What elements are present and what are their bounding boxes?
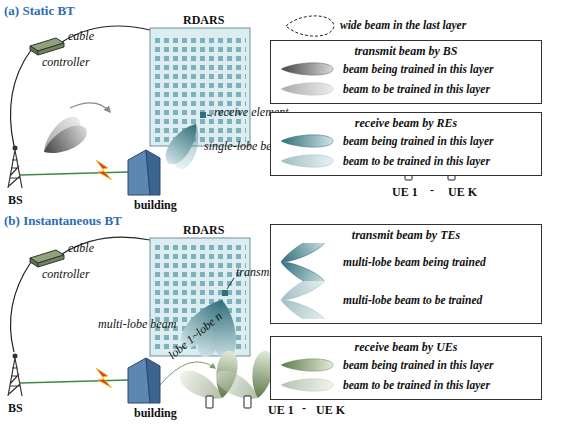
part-name: cable bbox=[68, 30, 94, 43]
controller-icon bbox=[30, 250, 64, 267]
legend-box: receive beam by REs beam being trained in… bbox=[270, 112, 542, 176]
legend-item-text: multi-lobe beam to be trained bbox=[339, 294, 482, 306]
part-name: RDARS bbox=[183, 224, 224, 237]
part-name: building bbox=[134, 407, 177, 420]
part-name: - bbox=[302, 402, 306, 415]
ue-icons bbox=[206, 396, 251, 408]
leader-line bbox=[207, 115, 212, 116]
cable-wire bbox=[10, 262, 31, 352]
panel-title: (b) Instantaneous BT bbox=[4, 214, 122, 228]
part-name: controller bbox=[42, 268, 90, 281]
legend-heading: transmit beam by TEs bbox=[277, 228, 535, 243]
part-name: building bbox=[134, 199, 177, 212]
multi-lobe-icon bbox=[277, 243, 339, 281]
legend-item-text: beam to be trained in this layer bbox=[339, 155, 490, 167]
legend-box: transmit beam by BS beam being trained in… bbox=[270, 40, 542, 104]
part-name: UE 1 bbox=[392, 186, 418, 199]
legend-item-text: beam being trained in this layer bbox=[339, 359, 493, 371]
building-icon bbox=[128, 150, 160, 195]
part-name: UE K bbox=[448, 186, 477, 199]
legend-item-text: beam to be trained in this layer bbox=[339, 379, 490, 391]
part-name: UE 1 bbox=[268, 404, 294, 417]
legend-heading: receive beam by REs bbox=[277, 116, 535, 131]
legend-text: wide beam in the last layer bbox=[340, 19, 466, 31]
sweep-arrow bbox=[70, 103, 110, 112]
part-name: UE K bbox=[316, 404, 345, 417]
legend-item-text: beam to be trained in this layer bbox=[339, 83, 490, 95]
building-icon bbox=[128, 358, 160, 403]
beam-icon bbox=[277, 131, 339, 151]
bs-beams bbox=[31, 109, 92, 163]
part-name: BS bbox=[8, 194, 23, 207]
legend-row: beam to be trained in this layer bbox=[277, 151, 535, 171]
legend-row: multi-lobe beam to be trained bbox=[277, 281, 535, 319]
leader-line bbox=[227, 278, 234, 289]
part-name: RDARS bbox=[183, 14, 224, 27]
los-link bbox=[20, 380, 128, 383]
legend-box: receive beam by UEs beam being trained in… bbox=[270, 336, 542, 400]
rdars-building bbox=[150, 28, 250, 146]
legend-row: beam being trained in this layer bbox=[277, 131, 535, 151]
part-name: multi-lobe beam bbox=[98, 318, 176, 331]
ue-receive-beams bbox=[175, 349, 276, 407]
legend-box: transmit beam by TEs multi-lobe beam bein… bbox=[270, 224, 542, 324]
beam-icon bbox=[277, 375, 339, 395]
panel-title: (a) Static BT bbox=[4, 4, 75, 18]
beam-icon bbox=[277, 79, 339, 99]
blockage-bolt bbox=[96, 160, 112, 180]
part-name: cable bbox=[68, 242, 94, 255]
legend-item-text: multi-lobe beam being trained bbox=[339, 256, 486, 268]
beam-icon bbox=[277, 355, 339, 375]
bs-tower bbox=[8, 354, 22, 397]
controller-icon bbox=[30, 38, 64, 55]
part-name: BS bbox=[8, 402, 23, 415]
legend-row: beam being trained in this layer bbox=[277, 59, 535, 79]
legend-item-text: beam being trained in this layer bbox=[339, 135, 493, 147]
beam-icon bbox=[277, 151, 339, 171]
cable-wire bbox=[10, 50, 31, 146]
legend-row: beam to be trained in this layer bbox=[277, 79, 535, 99]
legend-item-text: beam being trained in this layer bbox=[339, 63, 493, 75]
blockage-bolt bbox=[96, 368, 112, 388]
legend-row: beam to be trained in this layer bbox=[277, 375, 535, 395]
beam-icon bbox=[277, 59, 339, 79]
legend-row: beam being trained in this layer bbox=[277, 355, 535, 375]
legend-heading: transmit beam by BS bbox=[277, 44, 535, 59]
multi-lobe-icon bbox=[277, 281, 339, 319]
legend-heading: receive beam by UEs bbox=[277, 340, 535, 355]
legend-row: multi-lobe beam being trained bbox=[277, 243, 535, 281]
part-name: controller bbox=[42, 56, 90, 69]
legend-swatch bbox=[286, 16, 334, 36]
los-link bbox=[20, 172, 128, 175]
bs-tower bbox=[8, 146, 22, 189]
part-name: - bbox=[430, 184, 434, 197]
